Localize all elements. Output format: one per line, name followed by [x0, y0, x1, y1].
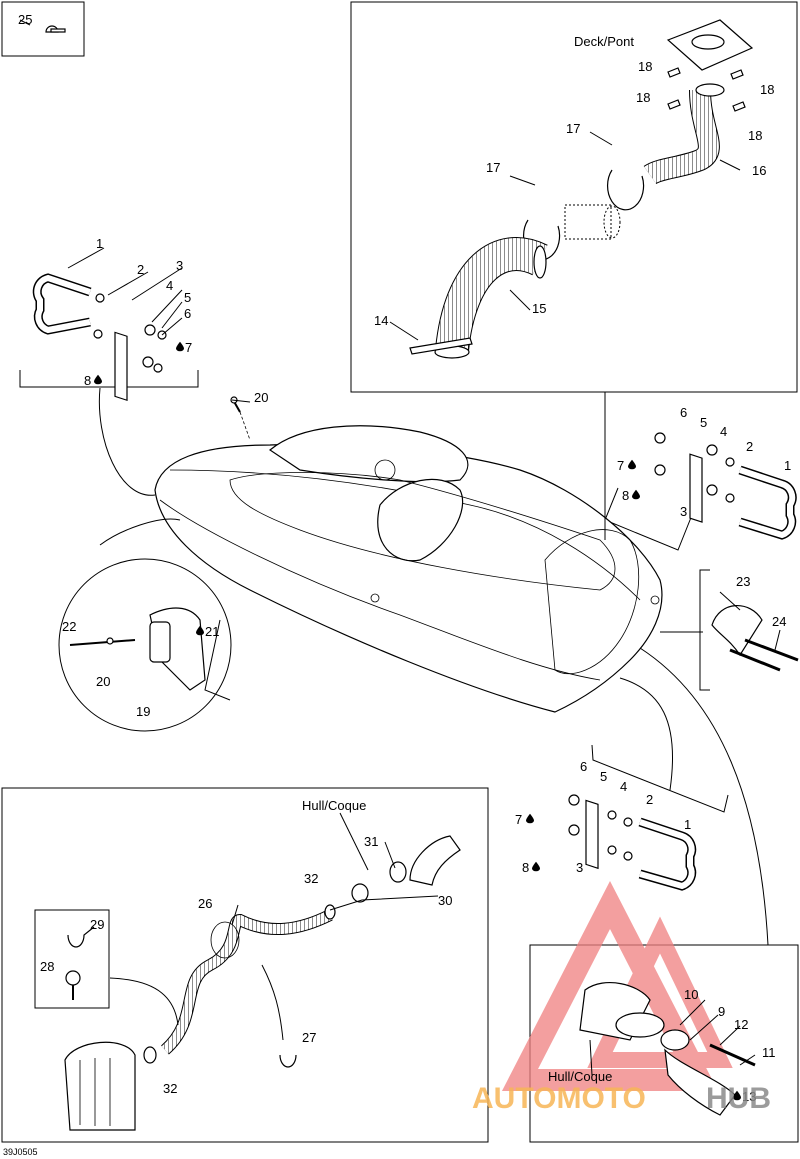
- callout-27: 27: [302, 1030, 316, 1045]
- callout-14: 14: [374, 313, 388, 328]
- callout-1: 1: [684, 817, 691, 832]
- callout-19: 19: [136, 704, 150, 719]
- bilge-hose-assembly: [64, 835, 461, 1131]
- callout-22: 22: [62, 619, 76, 634]
- callout-5: 5: [600, 769, 607, 784]
- u-bolt-group-right: [654, 432, 797, 540]
- callout-15: 15: [532, 301, 546, 316]
- watermark-text-automoto: AUTOMOTO: [472, 1082, 646, 1115]
- callout-8: 8: [84, 373, 91, 388]
- callout-8: 8: [522, 860, 529, 875]
- watermark-triangle-icon: [501, 880, 719, 1091]
- callout-5: 5: [700, 415, 707, 430]
- callout-4: 4: [166, 278, 173, 293]
- ventilation-assembly: [409, 19, 754, 359]
- callout-17: 17: [486, 160, 500, 175]
- callout-31: 31: [364, 834, 378, 849]
- callout-32: 32: [304, 871, 318, 886]
- callout-5: 5: [184, 290, 191, 305]
- parts-23-24: [711, 605, 799, 672]
- callout-2: 2: [746, 439, 753, 454]
- callout-4: 4: [620, 779, 627, 794]
- part-20-cap: [230, 396, 251, 441]
- leader-lines: [19, 19, 781, 1076]
- callout-18: 18: [638, 59, 652, 74]
- part-25-screw: [45, 25, 66, 33]
- callout-1: 1: [784, 458, 791, 473]
- callout-numbers: 25 18 18 18 18 17 17 16 15 14 1 2 3 4 5 …: [18, 12, 791, 1104]
- callout-6: 6: [184, 306, 191, 321]
- callout-11: 11: [762, 1045, 776, 1060]
- callout-20: 20: [96, 674, 110, 689]
- callout-21: 21: [205, 624, 219, 639]
- callout-10: 10: [684, 987, 698, 1002]
- callout-29: 29: [90, 917, 104, 932]
- callout-28: 28: [40, 959, 54, 974]
- callout-13: 13: [742, 1089, 756, 1104]
- outlet-fitting: [579, 981, 756, 1116]
- callout-6: 6: [680, 405, 687, 420]
- watermark-text-hub: HUB: [706, 1082, 771, 1115]
- callout-9: 9: [718, 1004, 725, 1019]
- u-bolt-group-left: [32, 273, 167, 402]
- hull-label-bottom: Hull/Coque: [548, 1069, 612, 1084]
- callout-7: 7: [185, 340, 192, 355]
- callout-20: 20: [254, 390, 268, 405]
- callout-3: 3: [576, 860, 583, 875]
- callout-12: 12: [734, 1017, 748, 1032]
- callout-7: 7: [617, 458, 624, 473]
- callout-8: 8: [622, 488, 629, 503]
- callout-30: 30: [438, 893, 452, 908]
- callout-26: 26: [198, 896, 212, 911]
- callout-23: 23: [736, 574, 750, 589]
- callout-4: 4: [720, 424, 727, 439]
- boat-hull: [154, 425, 663, 713]
- callout-3: 3: [176, 258, 183, 273]
- u-bolt-group-bottom: [568, 794, 697, 891]
- callout-18: 18: [760, 82, 774, 97]
- callout-32: 32: [163, 1081, 177, 1096]
- diagram-code: 39J0505: [3, 1147, 38, 1157]
- deck-label: Deck/Pont: [574, 34, 634, 49]
- callout-17: 17: [566, 121, 580, 136]
- callout-3: 3: [680, 504, 687, 519]
- callout-2: 2: [646, 792, 653, 807]
- callout-7: 7: [515, 812, 522, 827]
- callout-6: 6: [580, 759, 587, 774]
- callout-24: 24: [772, 614, 786, 629]
- callout-2: 2: [137, 262, 144, 277]
- callout-18: 18: [636, 90, 650, 105]
- callout-16: 16: [752, 163, 766, 178]
- detail-circle: [58, 518, 232, 732]
- callout-25: 25: [18, 12, 32, 27]
- callout-1: 1: [96, 236, 103, 251]
- callout-18: 18: [748, 128, 762, 143]
- hull-label-top: Hull/Coque: [302, 798, 366, 813]
